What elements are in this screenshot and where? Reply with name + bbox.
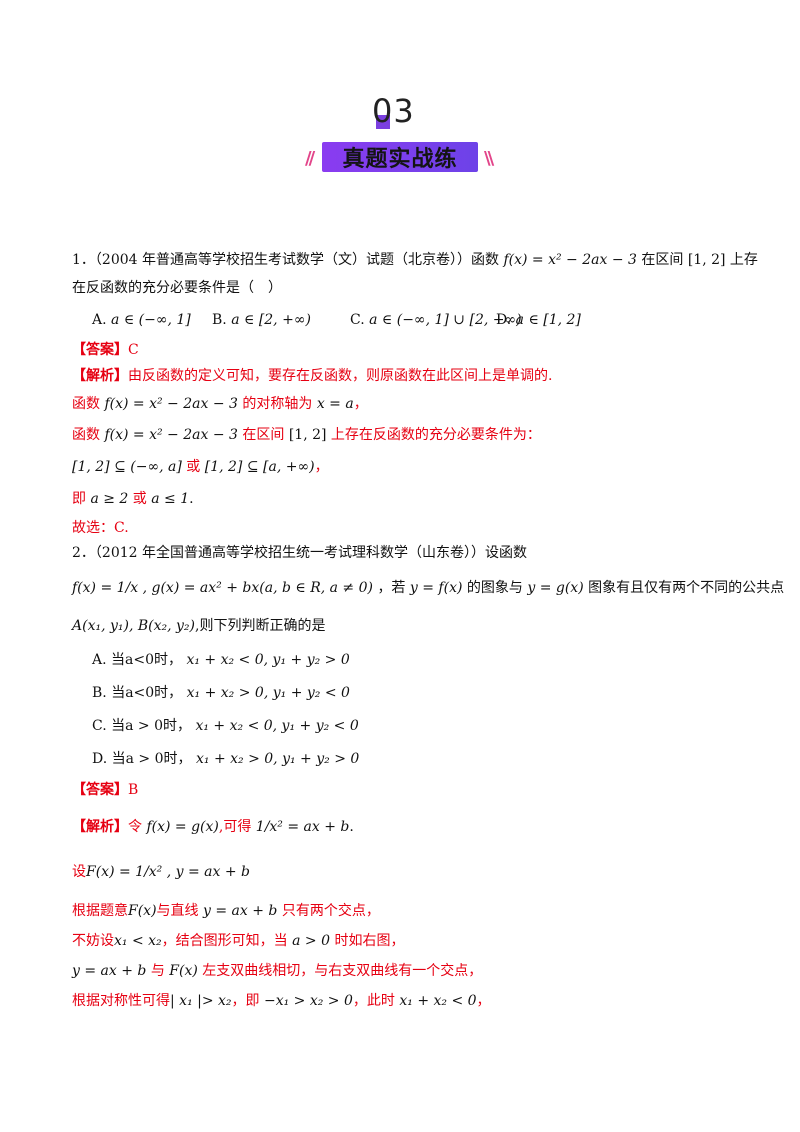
- answer-value: C: [128, 342, 139, 358]
- q1-analysis-2: 函数 f(x) = x² − 2ax − 3 的对称轴为 x = a，: [72, 396, 368, 412]
- q2-analysis-5: y = ax + b 与 F(x) 左支双曲线相切，与右支双曲线有一个交点，: [72, 963, 483, 979]
- answer-tag: 【答案】: [72, 782, 128, 798]
- title-banner: [322, 142, 478, 172]
- q1-choose: 故选：C.: [72, 520, 129, 536]
- q2-analysis-2: 设F(x) = 1/x² , y = ax + b: [72, 864, 251, 880]
- analysis-tag: 【解析】: [72, 368, 128, 384]
- q1-function: f(x) = x² − 2ax − 3: [503, 252, 637, 268]
- q2-analysis-4: 不妨设x₁ < x₂，结合图形可知，当 a > 0 时如右图，: [72, 933, 405, 949]
- q1-stem-text-c: 上存: [729, 252, 758, 268]
- q1-analysis-3: 函数 f(x) = x² − 2ax − 3 在区间 [1, 2] 上存在反函数…: [72, 427, 541, 443]
- q1-option-a[interactable]: A. a ∈ (−∞, 1]: [92, 312, 191, 328]
- q2-analysis-1: 【解析】令 f(x) = g(x),可得 1/x² = ax + b.: [72, 819, 354, 835]
- q1-option-c[interactable]: C. a ∈ (−∞, 1] ∪ [2, +∞): [350, 312, 522, 328]
- q1-interval: [1, 2]: [687, 252, 726, 268]
- number-accent-bar: [376, 115, 390, 129]
- q2-answer: 【答案】B: [72, 780, 138, 800]
- section-title: 真题实战练: [342, 147, 458, 172]
- q1-option-b[interactable]: B. a ∈ [2, +∞): [212, 312, 311, 328]
- q2-analysis-6: 根据对称性可得| x₁ |> x₂，即 −x₁ > x₂ > 0，此时 x₁ +…: [72, 993, 491, 1009]
- answer-value: B: [128, 782, 139, 798]
- right-slash-decoration: \\: [484, 148, 494, 169]
- q2-option-b[interactable]: B. 当a<0时， x₁ + x₂ > 0, y₁ + y₂ < 0: [92, 685, 350, 701]
- left-slash-decoration: //: [305, 148, 315, 169]
- analysis-tag: 【解析】: [72, 819, 128, 835]
- section-number: 03: [372, 92, 415, 130]
- q2-option-c[interactable]: C. 当a > 0时， x₁ + x₂ < 0, y₁ + y₂ < 0: [92, 718, 359, 734]
- q2-option-a[interactable]: A. 当a<0时， x₁ + x₂ < 0, y₁ + y₂ > 0: [92, 652, 350, 668]
- q1-analysis-4: [1, 2] ⊆ (−∞, a] 或 [1, 2] ⊆ [a, +∞)，: [72, 459, 329, 475]
- q2-definition: f(x) = 1/x , g(x) = ax² + bx(a, b ∈ R, a…: [72, 580, 373, 596]
- q1-stem-line1: 1．（2004 年普通高等学校招生考试数学（文）试题（北京卷））函数 f(x) …: [72, 250, 758, 270]
- q2-option-d[interactable]: D. 当a > 0时， x₁ + x₂ > 0, y₁ + y₂ > 0: [92, 751, 360, 767]
- q1-answer: 【答案】C: [72, 340, 139, 360]
- q1-stem-line2: 在反函数的充分必要条件是（ ）: [72, 280, 282, 296]
- q2-stem-line2: f(x) = 1/x , g(x) = ax² + bx(a, b ∈ R, a…: [72, 580, 785, 596]
- answer-tag: 【答案】: [72, 342, 128, 358]
- q1-option-d[interactable]: D. a ∈ [1, 2]: [496, 312, 581, 328]
- q1-analysis-5: 即 a ≥ 2 或 a ≤ 1.: [72, 491, 194, 507]
- q2-analysis-3: 根据题意F(x)与直线 y = ax + b 只有两个交点，: [72, 903, 380, 919]
- q2-stem-line1: 2．（2012 年全国普通高等学校招生统一考试理科数学（山东卷））设函数: [72, 545, 527, 561]
- q1-analysis-1: 【解析】由反函数的定义可知，要存在反函数，则原函数在此区间上是单调的.: [72, 368, 553, 384]
- q1-stem-text-b: 在区间: [641, 252, 684, 268]
- q1-stem-text: 1．（2004 年普通高等学校招生考试数学（文）试题（北京卷））函数: [72, 252, 499, 268]
- q2-stem-line3: A(x₁, y₁), B(x₂, y₂),则下列判断正确的是: [72, 618, 326, 634]
